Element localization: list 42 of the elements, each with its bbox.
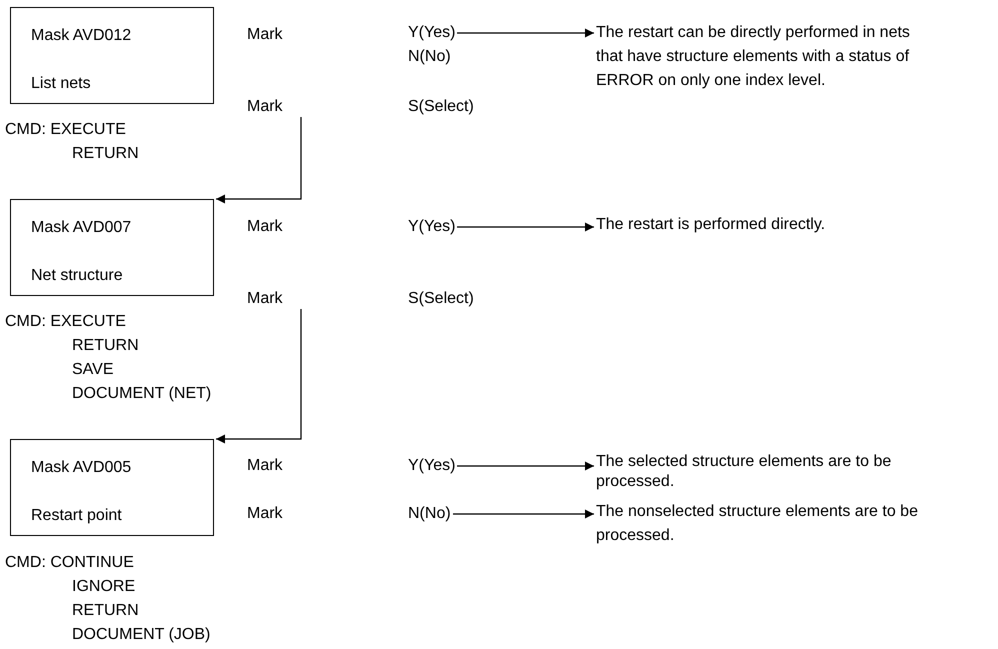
command-text: SAVE — [72, 360, 114, 380]
command-text: CMD: CONTINUE — [5, 553, 134, 573]
mask-title: List nets — [31, 74, 91, 94]
description-text: The restart can be directly performed in nets that have structure elements with a status of ERROR on only one index level. — [596, 21, 926, 93]
option-text: N(No) — [408, 47, 451, 67]
command-text: DOCUMENT (NET) — [72, 384, 212, 404]
command-text: CMD: EXECUTE — [5, 312, 126, 332]
arrow — [453, 510, 594, 518]
command-text: RETURN — [72, 144, 139, 164]
command-text: RETURN — [72, 336, 139, 356]
option-text: Y(Yes) — [408, 456, 456, 476]
mask-title: Net structure — [31, 266, 123, 286]
option-text: N(No) — [408, 504, 451, 524]
description-text: The nonselected structure elements are to be processed. — [596, 500, 926, 548]
arrow — [457, 462, 594, 470]
arrow — [457, 28, 594, 38]
arrow — [216, 117, 302, 204]
command-text: IGNORE — [72, 577, 136, 597]
mask-id: Mask AVD007 — [31, 218, 132, 238]
mask-box — [10, 7, 214, 104]
command-text: DOCUMENT (JOB) — [72, 625, 210, 645]
mask-id: Mask AVD012 — [31, 26, 132, 46]
mark-text: Mark — [247, 504, 283, 524]
mask-title: Restart point — [31, 506, 122, 526]
option-text: Y(Yes) — [408, 23, 456, 43]
command-text: CMD: EXECUTE — [5, 120, 126, 140]
mask-id: Mask AVD005 — [31, 458, 132, 478]
mark-text: Mark — [247, 456, 283, 476]
mark-text: Mark — [247, 97, 283, 117]
arrow — [216, 309, 302, 444]
mask-box — [10, 439, 214, 536]
option-text: S(Select) — [408, 289, 474, 309]
arrow — [457, 222, 594, 232]
mask-box — [10, 199, 214, 296]
mark-text: Mark — [247, 217, 283, 237]
option-text: S(Select) — [408, 97, 474, 117]
command-text: RETURN — [72, 601, 139, 621]
description-text: The restart is performed directly. — [596, 213, 996, 237]
description-text: The selected structure elements are to be processed. — [596, 452, 926, 492]
mark-text: Mark — [247, 289, 283, 309]
option-text: Y(Yes) — [408, 217, 456, 237]
mark-text: Mark — [247, 25, 283, 45]
